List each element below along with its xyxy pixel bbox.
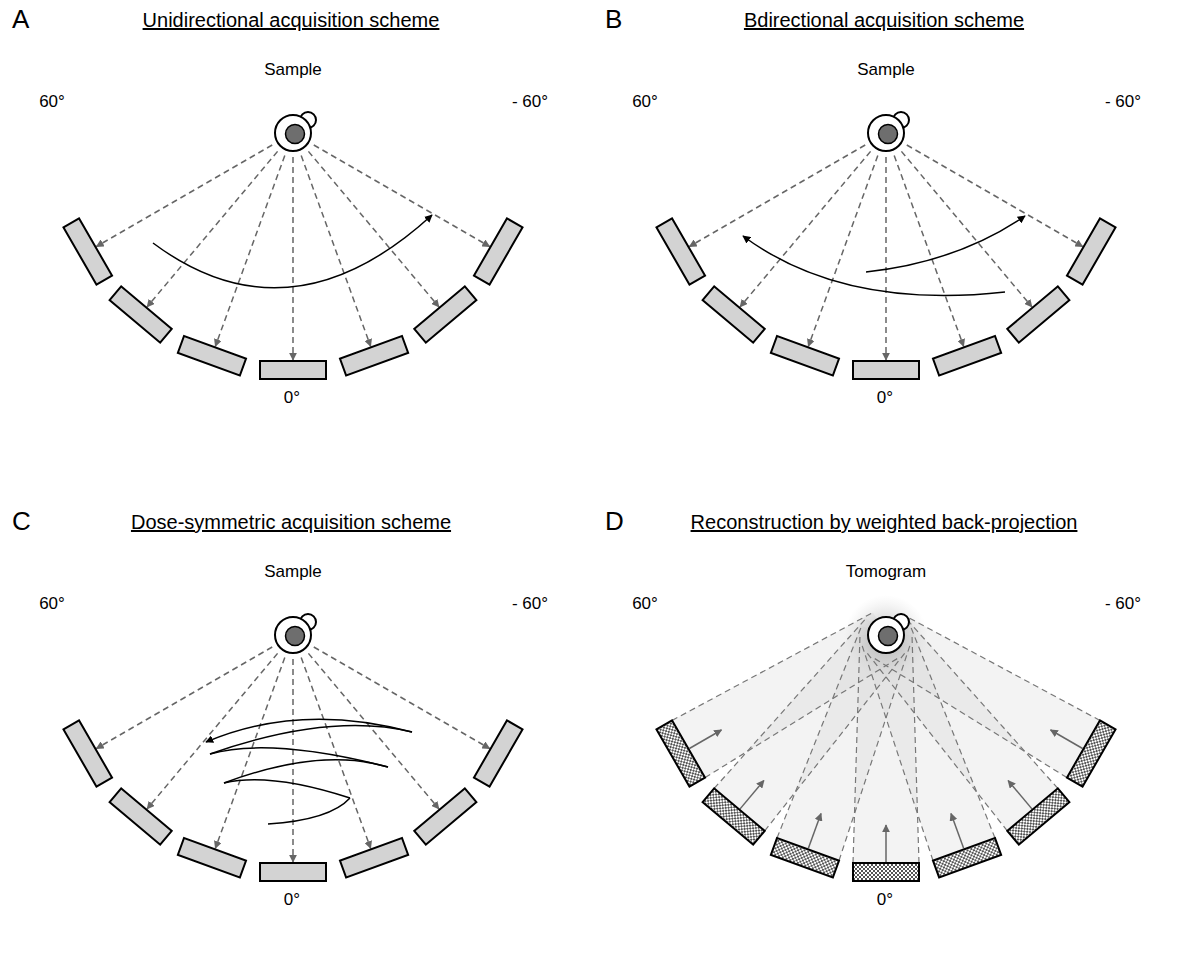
sample-label: Sample bbox=[264, 562, 322, 582]
panel-drawing bbox=[63, 614, 522, 881]
panel-heading: Unidirectional acquisition scheme bbox=[143, 8, 440, 32]
panel-drawing bbox=[656, 112, 1115, 379]
angle-label: 60° bbox=[39, 594, 65, 614]
sample-label: Sample bbox=[857, 60, 915, 80]
angle-label: 60° bbox=[632, 594, 658, 614]
panel-drawing bbox=[63, 112, 522, 379]
sample-label: Tomogram bbox=[846, 562, 926, 582]
panel-heading: Reconstruction by weighted back-projecti… bbox=[691, 510, 1078, 534]
panel-letter: B bbox=[605, 4, 622, 35]
angle-label: - 60° bbox=[512, 594, 548, 614]
angle-label: 60° bbox=[39, 92, 65, 112]
angle-label: - 60° bbox=[1105, 594, 1141, 614]
panel-heading: Dose-symmetric acquisition scheme bbox=[131, 510, 451, 534]
angle-label: 0° bbox=[877, 890, 893, 910]
angle-label: 0° bbox=[284, 388, 300, 408]
panel-letter: C bbox=[12, 506, 31, 537]
angle-label: 60° bbox=[632, 92, 658, 112]
sample-label: Sample bbox=[264, 60, 322, 80]
angle-label: 0° bbox=[284, 890, 300, 910]
panel-letter: D bbox=[605, 506, 624, 537]
angle-label: - 60° bbox=[512, 92, 548, 112]
panel-heading: Bdirectional acquisition scheme bbox=[744, 8, 1024, 32]
panel-letter: A bbox=[12, 4, 29, 35]
angle-label: 0° bbox=[877, 388, 893, 408]
panel-drawing bbox=[656, 595, 1115, 881]
angle-label: - 60° bbox=[1105, 92, 1141, 112]
